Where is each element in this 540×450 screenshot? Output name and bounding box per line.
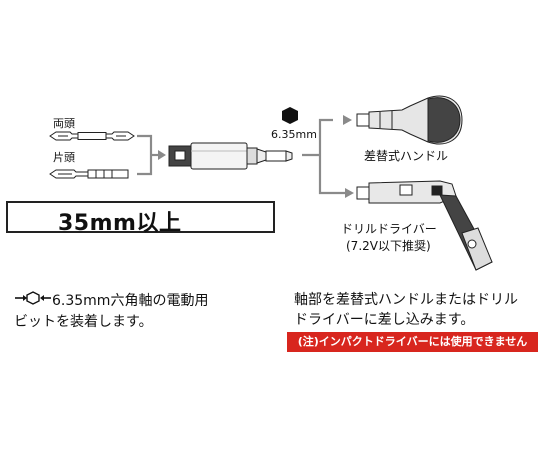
- left-note-line1: 6.35mm六角軸の電動用: [52, 293, 209, 309]
- driver-handle-icon: [356, 95, 463, 145]
- single-end-bit-label: 片頭: [53, 151, 75, 164]
- drill-driver-label: ドリルドライバー: [341, 222, 437, 236]
- drill-driver-icon: [356, 180, 493, 271]
- arrowhead-icon: [158, 150, 166, 160]
- hex-shaft-icon: [282, 107, 298, 124]
- warning-banner: (注)インパクトドライバーには使用できません: [287, 332, 538, 352]
- single-end-bit-icon: [49, 169, 129, 179]
- right-note-line1: 軸部を差替式ハンドルまたはドリル: [294, 292, 518, 308]
- drill-driver-spec-label: (7.2V以下推奨): [346, 239, 431, 253]
- hex-size-label: 6.35mm: [271, 128, 317, 141]
- left-note-line2: ビットを装着します。: [14, 314, 153, 330]
- left-note: 6.35mm六角軸の電動用 ビットを装着します。: [14, 290, 208, 332]
- bit-to-holder-arrow: [137, 134, 158, 176]
- min-length-text: 35mm以上: [58, 211, 182, 236]
- double-end-bit-icon: [49, 131, 135, 141]
- holder-to-tools-arrow: [302, 118, 345, 195]
- hex-inline-icon: [14, 290, 52, 312]
- bit-holder-icon: [168, 142, 293, 170]
- double-end-bit-label: 両頭: [53, 117, 75, 130]
- swap-handle-label: 差替式ハンドル: [364, 149, 449, 163]
- arrowhead-up-icon: [343, 115, 352, 125]
- right-note-line2: ドライバーに差し込みます。: [294, 312, 475, 328]
- min-length-badge: 35mm以上: [6, 201, 275, 236]
- arrowhead-down-icon: [345, 188, 354, 198]
- right-note: 軸部を差替式ハンドルまたはドリル ドライバーに差し込みます。: [294, 290, 518, 330]
